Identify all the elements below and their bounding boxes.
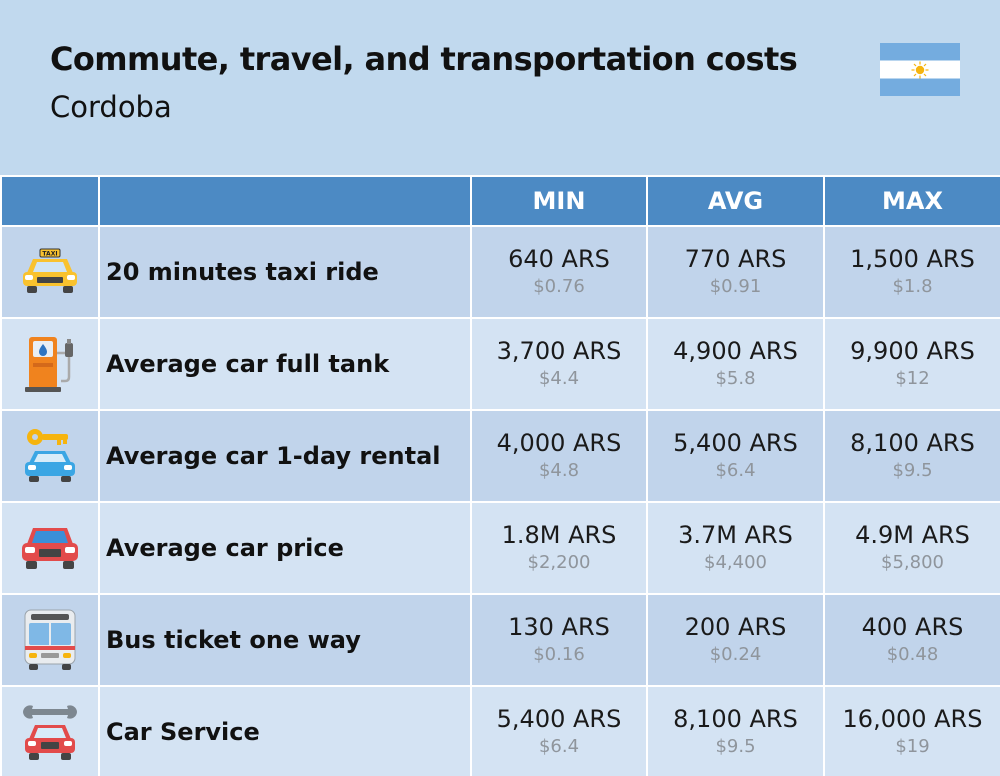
bus-icon — [19, 609, 81, 670]
car-icon — [19, 528, 81, 569]
row-label: Bus ticket one way — [98, 593, 472, 687]
ars-value: 5,400 ARS — [673, 429, 798, 457]
max-cell: 9,900 ARS $12 — [823, 317, 1000, 411]
ars-value: 1.8M ARS — [501, 521, 617, 549]
column-header-min: MIN — [470, 175, 648, 227]
usd-value: $19 — [895, 736, 930, 757]
usd-value: $1.8 — [892, 276, 933, 297]
row-label: Car Service — [98, 685, 472, 776]
ars-value: 4,900 ARS — [673, 337, 798, 365]
min-cell: 5,400 ARS $6.4 — [470, 685, 648, 776]
max-cell: 4.9M ARS $5,800 — [823, 501, 1000, 595]
usd-value: $4.4 — [538, 368, 580, 389]
ars-value: 4,000 ARS — [496, 429, 622, 457]
usd-value: $6.4 — [538, 736, 580, 757]
ars-value: 16,000 ARS — [842, 705, 983, 733]
ars-value: 3,700 ARS — [496, 337, 622, 365]
car-service-icon — [19, 705, 81, 760]
ars-value: 5,400 ARS — [496, 705, 622, 733]
sun-of-may-icon — [911, 61, 929, 79]
ars-value: 1,500 ARS — [850, 245, 975, 273]
ars-value: 8,100 ARS — [850, 429, 975, 457]
row-label: 20 minutes taxi ride — [98, 225, 472, 319]
column-header-avg: AVG — [646, 175, 825, 227]
argentina-flag-icon — [880, 43, 960, 96]
usd-value: $6.4 — [715, 460, 756, 481]
avg-cell: 200 ARS $0.24 — [646, 593, 825, 687]
usd-value: $5.8 — [715, 368, 756, 389]
max-cell: 400 ARS $0.48 — [823, 593, 1000, 687]
usd-value: $0.76 — [533, 276, 585, 297]
table-row: Average car 1-day rental 4,000 ARS $4.8 … — [0, 409, 1000, 503]
header-icon-cell — [0, 175, 100, 227]
min-cell: 3,700 ARS $4.4 — [470, 317, 648, 411]
avg-cell: 5,400 ARS $6.4 — [646, 409, 825, 503]
usd-value: $4.8 — [538, 460, 580, 481]
ars-value: 400 ARS — [861, 613, 964, 641]
table-row: Car Service 5,400 ARS $6.4 8,100 ARS $9.… — [0, 685, 1000, 776]
usd-value: $9.5 — [715, 736, 756, 757]
usd-value: $4,400 — [704, 552, 767, 573]
svg-text:TAXI: TAXI — [42, 251, 57, 258]
usd-value: $0.48 — [886, 644, 939, 665]
avg-cell: 4,900 ARS $5.8 — [646, 317, 825, 411]
table-row: Average car price 1.8M ARS $2,200 3.7M A… — [0, 501, 1000, 595]
ars-value: 770 ARS — [684, 245, 787, 273]
city-subtitle: Cordoba — [50, 90, 172, 124]
min-cell: 1.8M ARS $2,200 — [470, 501, 648, 595]
ars-value: 640 ARS — [508, 245, 610, 273]
column-header-max: MAX — [823, 175, 1000, 227]
usd-value: $5,800 — [881, 552, 944, 573]
ars-value: 4.9M ARS — [855, 521, 970, 549]
costs-table: MIN AVG MAX TAXI — [0, 175, 1000, 776]
max-cell: 16,000 ARS $19 — [823, 685, 1000, 776]
car-rental-icon — [19, 429, 81, 482]
table-row: TAXI 20 minutes taxi ride 640 ARS $0.76 — [0, 225, 1000, 319]
row-label: Average car 1-day rental — [98, 409, 472, 503]
header-label-cell — [98, 175, 472, 227]
ars-value: 200 ARS — [684, 613, 787, 641]
table-row: Bus ticket one way 130 ARS $0.16 200 ARS… — [0, 593, 1000, 687]
ars-value: 9,900 ARS — [850, 337, 975, 365]
min-cell: 4,000 ARS $4.8 — [470, 409, 648, 503]
ars-value: 3.7M ARS — [678, 521, 793, 549]
max-cell: 1,500 ARS $1.8 — [823, 225, 1000, 319]
header: Commute, travel, and transportation cost… — [0, 0, 1000, 175]
row-label: Average car full tank — [98, 317, 472, 411]
min-cell: 640 ARS $0.76 — [470, 225, 648, 319]
table-header-row: MIN AVG MAX — [0, 175, 1000, 227]
avg-cell: 3.7M ARS $4,400 — [646, 501, 825, 595]
row-label: Average car price — [98, 501, 472, 595]
usd-value: $2,200 — [527, 552, 591, 573]
usd-value: $9.5 — [892, 460, 933, 481]
page-title: Commute, travel, and transportation cost… — [50, 40, 798, 78]
ars-value: 8,100 ARS — [673, 705, 798, 733]
usd-value: $0.16 — [533, 644, 585, 665]
table-row: Average car full tank 3,700 ARS $4.4 4,9… — [0, 317, 1000, 411]
ars-value: 130 ARS — [508, 613, 610, 641]
usd-value: $12 — [895, 368, 930, 389]
usd-value: $0.91 — [709, 276, 762, 297]
usd-value: $0.24 — [709, 644, 762, 665]
avg-cell: 770 ARS $0.91 — [646, 225, 825, 319]
max-cell: 8,100 ARS $9.5 — [823, 409, 1000, 503]
min-cell: 130 ARS $0.16 — [470, 593, 648, 687]
fuel-pump-icon — [19, 337, 81, 392]
avg-cell: 8,100 ARS $9.5 — [646, 685, 825, 776]
taxi-icon: TAXI — [19, 248, 81, 293]
